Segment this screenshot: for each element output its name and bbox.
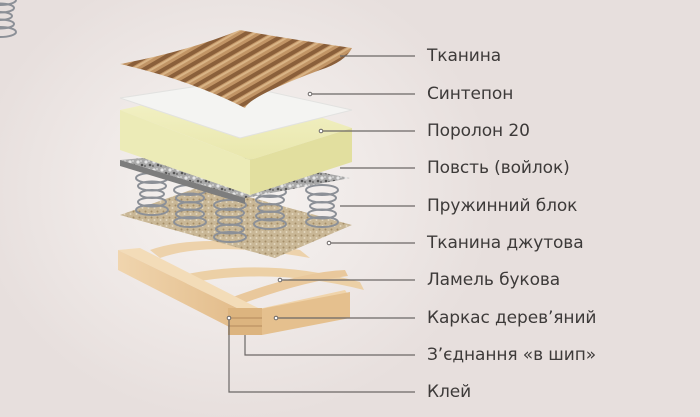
label-beech-slat: Ламель букова [427,270,561,290]
leader-dots [226,91,332,321]
label-jute-fabric: Тканина джутова [427,233,584,253]
jute-fabric-illustration [120,185,352,258]
label-wooden-frame: Каркас дерев’яний [427,308,597,328]
label-foam: Поролон 20 [427,121,530,141]
leader-lines [228,55,415,393]
spring-block-illustration [0,0,339,243]
top-fabric-illustration [120,30,352,108]
label-felt: Повсть (войлок) [427,158,570,178]
label-glue: Клей [427,382,472,402]
label-spring-block: Пружинний блок [427,196,578,216]
label-batting: Синтепон [427,84,514,104]
wooden-frame-illustration [118,241,364,335]
label-fabric: Тканина [427,46,502,66]
batting-illustration [119,81,353,139]
label-tenon-joint: З’єднання «в шип» [427,345,597,365]
